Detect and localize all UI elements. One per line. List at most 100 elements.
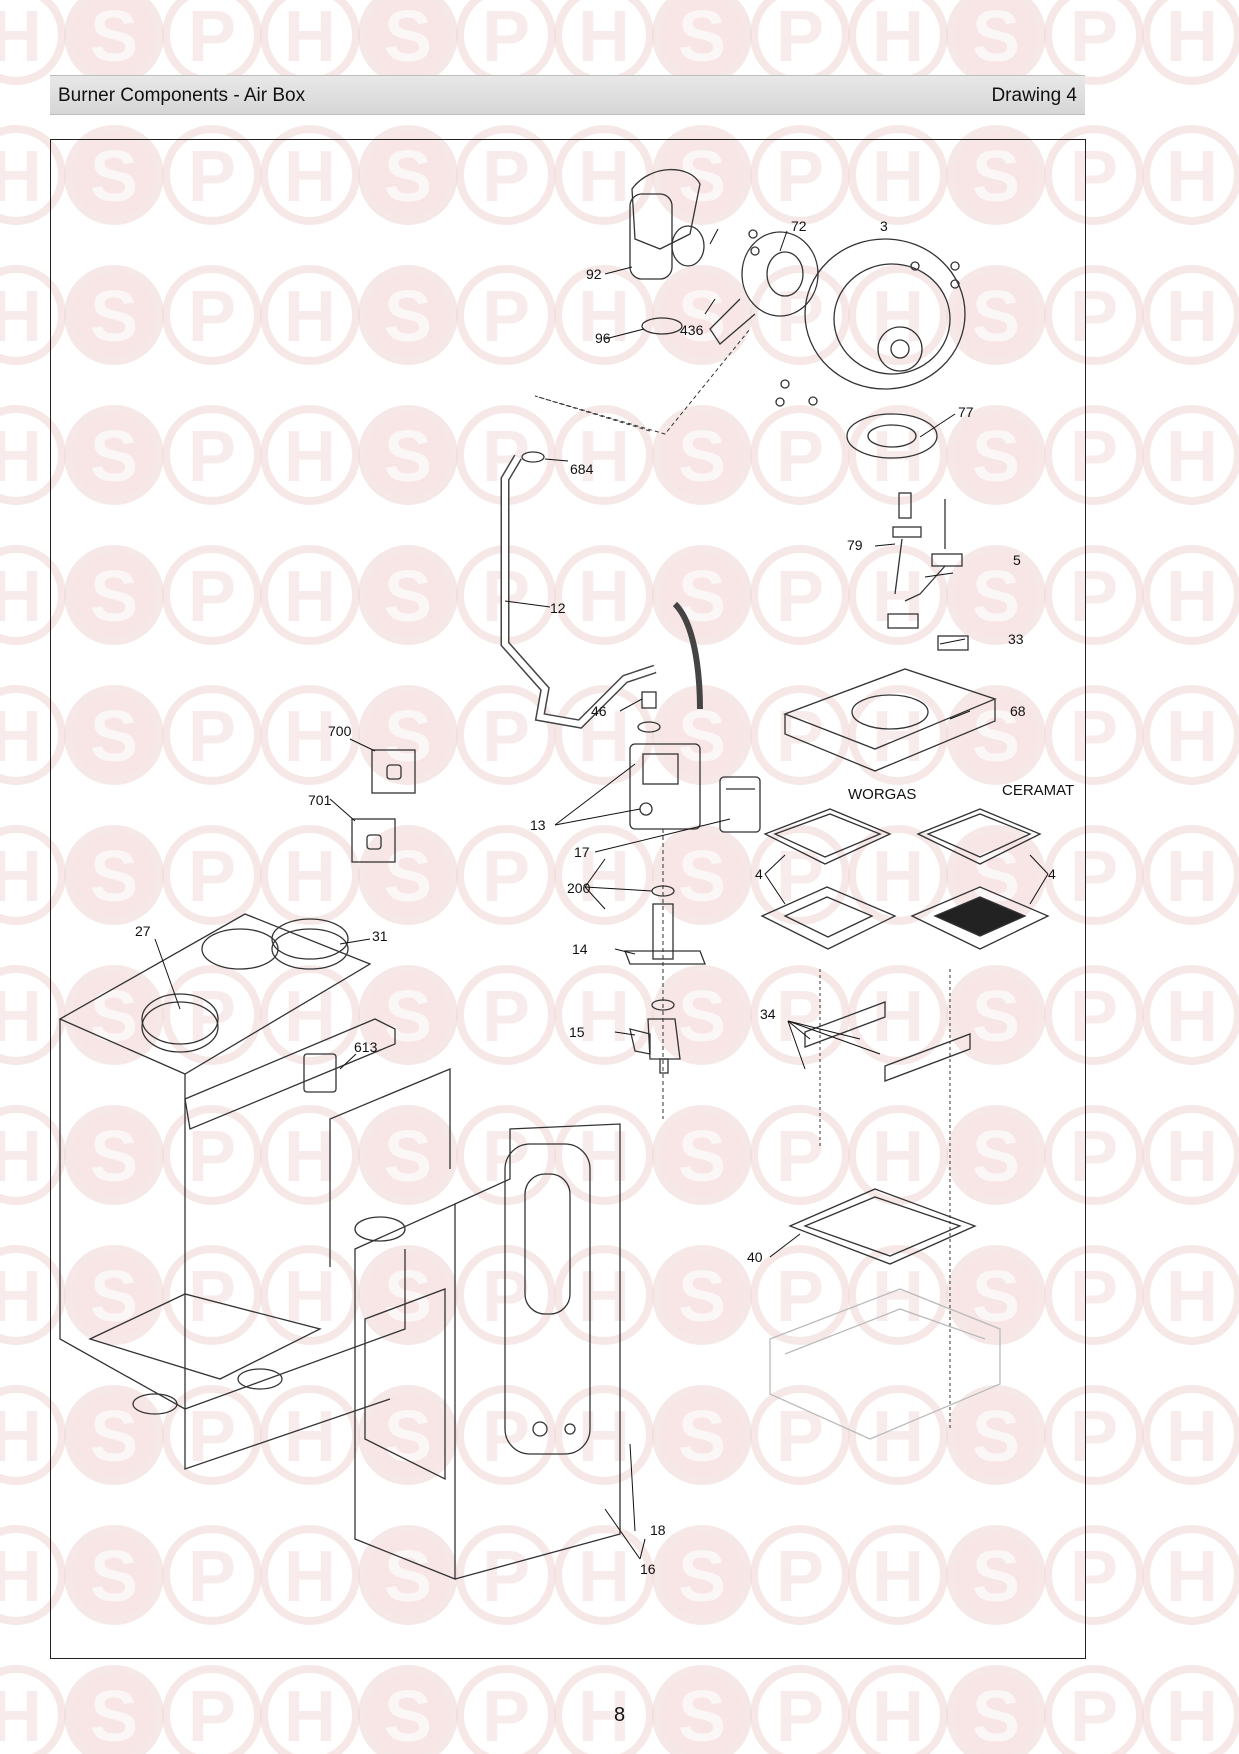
callout-34: 34: [760, 1006, 776, 1022]
watermark-letter: P: [188, 837, 236, 917]
watermark-circle: [358, 1245, 458, 1345]
watermark-letter: H: [1166, 1677, 1218, 1754]
watermark-circle: [946, 1665, 1046, 1754]
watermark-letter: P: [188, 557, 236, 637]
variant-label-ceramat: CERAMAT: [1002, 782, 1074, 799]
watermark-circle: [0, 965, 66, 1065]
watermark-circle: [848, 685, 948, 785]
watermark-letter: P: [188, 977, 236, 1057]
watermark-circle: [0, 0, 66, 85]
watermark-letter: P: [482, 697, 530, 777]
watermark-letter: H: [578, 557, 630, 637]
spare-part-700: [371, 749, 416, 794]
watermark-circle: [260, 1665, 360, 1754]
watermark-letter: S: [384, 277, 432, 357]
watermark-letter: P: [188, 1117, 236, 1197]
watermark-letter: H: [0, 417, 42, 497]
watermark-letter: H: [1166, 1537, 1218, 1617]
callout-684: 684: [570, 461, 594, 477]
watermark-circle: [1142, 1245, 1239, 1345]
watermark-circle: [652, 125, 752, 225]
venturi-part: [709, 231, 819, 345]
callout-701: 701: [308, 792, 332, 808]
watermark-circle: [456, 965, 556, 1065]
watermark-letter: S: [972, 1117, 1020, 1197]
watermark-letter: H: [1166, 837, 1218, 917]
watermark-letter: S: [384, 557, 432, 637]
callout-68: 68: [1010, 703, 1026, 719]
watermark-letter: S: [972, 0, 1020, 77]
callout-72: 72: [791, 218, 807, 234]
watermark-circle: [554, 545, 654, 645]
watermark-letter: P: [188, 277, 236, 357]
watermark-letter: H: [284, 977, 336, 1057]
watermark-circle: [260, 545, 360, 645]
watermark-letter: P: [482, 1677, 530, 1754]
page-number: 8: [613, 1704, 626, 1726]
watermark-circle: [946, 545, 1046, 645]
watermark-letter: S: [972, 277, 1020, 357]
watermark-circle: [1142, 965, 1239, 1065]
watermark-letter: H: [578, 837, 630, 917]
watermark-circle: [456, 265, 556, 365]
watermark-letter: H: [578, 417, 630, 497]
watermark-circle: [1044, 965, 1144, 1065]
front-door-part: [354, 1123, 621, 1580]
callout-700: 700: [328, 723, 352, 739]
watermark-letter: P: [776, 1397, 824, 1477]
watermark-letter: P: [1070, 1677, 1118, 1754]
watermark-letter: S: [384, 417, 432, 497]
watermark-circle: [848, 1105, 948, 1205]
watermark-letter: H: [0, 1677, 42, 1754]
watermark-circle: [848, 265, 948, 365]
watermark-circle: [554, 405, 654, 505]
watermark-letter: H: [284, 137, 336, 217]
watermark-letter: P: [1070, 0, 1118, 77]
fan-screws: [748, 229, 960, 407]
watermark-letter: S: [384, 1677, 432, 1754]
watermark-circle: [456, 1245, 556, 1345]
watermark-letter: S: [678, 1537, 726, 1617]
watermark-letter: P: [776, 277, 824, 357]
watermark-letter: P: [482, 137, 530, 217]
watermark-circle: [652, 1105, 752, 1205]
callout-3: 3: [880, 218, 888, 234]
watermark-circle: [64, 685, 164, 785]
callout-31: 31: [372, 928, 388, 944]
watermark-letter: H: [1166, 1397, 1218, 1477]
air-intake-elbow-part: [629, 168, 705, 280]
watermark-letter: H: [872, 1397, 924, 1477]
watermark-circle: [750, 1525, 850, 1625]
sight-glass-cover-part: [141, 993, 219, 1053]
watermark-letter: S: [90, 417, 138, 497]
air-pressure-module-part: [303, 1053, 337, 1093]
watermark-circle: [652, 1245, 752, 1345]
watermark-letter: P: [188, 1677, 236, 1754]
watermark-circle: [260, 265, 360, 365]
watermark-circle: [750, 1105, 850, 1205]
callout-14: 14: [572, 941, 588, 957]
watermark-letter: S: [384, 137, 432, 217]
watermark-letter: P: [776, 1117, 824, 1197]
header-bar: Burner Components - Air Box Drawing 4: [50, 75, 1085, 115]
watermark-letter: P: [188, 697, 236, 777]
watermark-circle: [946, 1385, 1046, 1485]
watermark-letter: S: [90, 1257, 138, 1337]
watermark-letter: H: [1166, 417, 1218, 497]
watermark-letter: H: [578, 137, 630, 217]
watermark-letter: H: [578, 277, 630, 357]
watermark-circle: [848, 1385, 948, 1485]
watermark-letter: H: [284, 1537, 336, 1617]
watermark-letter: S: [384, 1537, 432, 1617]
callout-96: 96: [595, 330, 611, 346]
watermark-letter: H: [0, 837, 42, 917]
watermark-letter: P: [482, 837, 530, 917]
watermark-circle: [358, 965, 458, 1065]
watermark-circle: [1142, 1105, 1239, 1205]
watermark-circle: [0, 405, 66, 505]
watermark-circle: [162, 1525, 262, 1625]
watermark-letter: S: [90, 977, 138, 1057]
watermark-letter: H: [0, 977, 42, 1057]
gas-valve-part: [629, 743, 701, 830]
